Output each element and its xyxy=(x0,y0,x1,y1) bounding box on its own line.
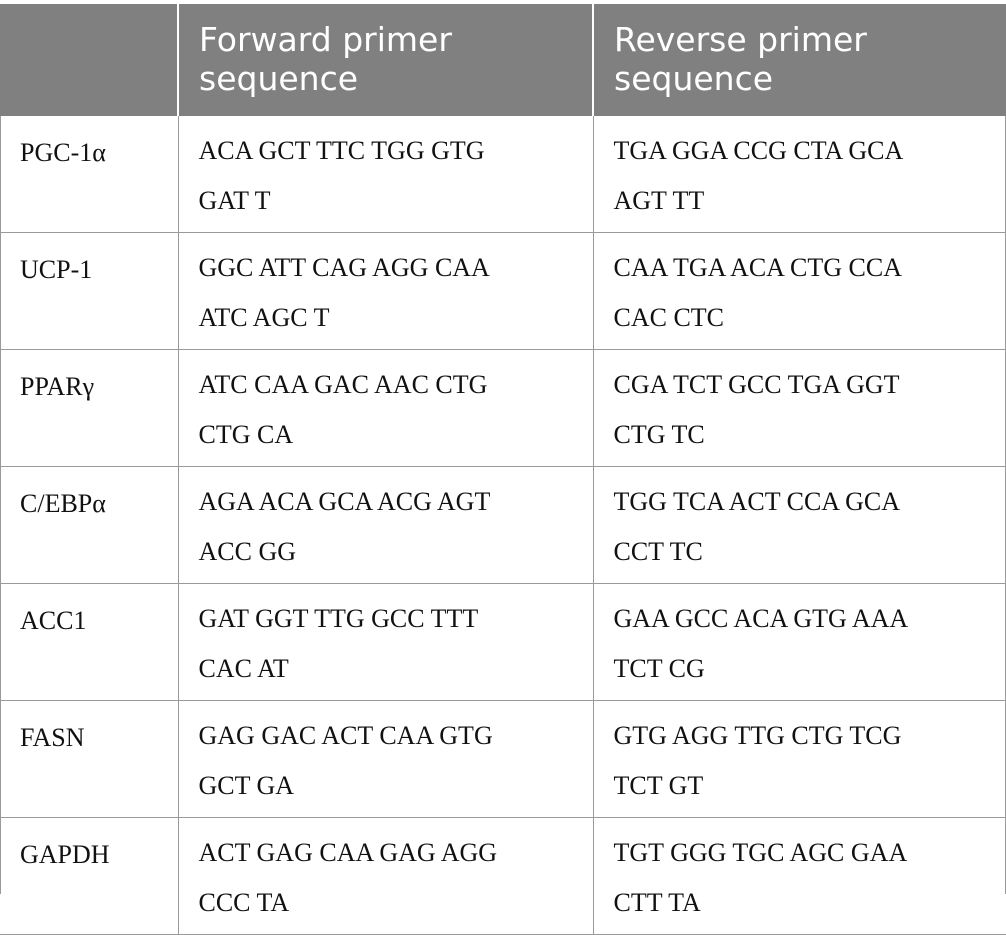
table-row: GAPDH ACT GAG CAA GAG AGG CCC TA TGT GGG… xyxy=(0,817,1006,935)
table-row: C/EBPα AGA ACA GCA ACG AGT ACC GG TGG TC… xyxy=(0,466,1006,584)
forward-sequence: ACA GCT TTC TGG GTG GAT T xyxy=(177,116,593,233)
primer-table: Forward primer sequence Reverse primer s… xyxy=(0,4,1006,935)
reverse-sequence: TGT GGG TGC AGC GAA CTT TA xyxy=(592,817,1006,935)
table-row: FASN GAG GAC ACT CAA GTG GCT GA GTG AGG … xyxy=(0,700,1006,818)
reverse-sequence: TGA GGA CCG CTA GCA AGT TT xyxy=(592,116,1006,233)
reverse-sequence: GTG AGG TTG CTG TCG TCT GT xyxy=(592,700,1006,818)
gene-name: UCP-1 xyxy=(0,232,178,350)
table-header: Forward primer sequence Reverse primer s… xyxy=(0,4,1006,116)
forward-sequence: AGA ACA GCA ACG AGT ACC GG xyxy=(177,466,593,584)
gene-name: ACC1 xyxy=(0,583,178,701)
gene-name: C/EBPα xyxy=(0,466,178,584)
reverse-sequence: TGG TCA ACT CCA GCA CCT TC xyxy=(592,466,1006,584)
header-reverse-primer: Reverse primer sequence xyxy=(592,4,1006,116)
gene-name: PPARγ xyxy=(0,349,178,467)
header-forward-primer: Forward primer sequence xyxy=(177,4,593,116)
table-body: PGC-1α ACA GCT TTC TGG GTG GAT T TGA GGA… xyxy=(0,116,1006,935)
forward-sequence: ATC CAA GAC AAC CTG CTG CA xyxy=(177,349,593,467)
forward-sequence: ACT GAG CAA GAG AGG CCC TA xyxy=(177,817,593,935)
gene-name: GAPDH xyxy=(0,817,178,935)
forward-sequence: GAT GGT TTG GCC TTT CAC AT xyxy=(177,583,593,701)
gene-name: PGC-1α xyxy=(0,116,178,233)
reverse-sequence: CGA TCT GCC TGA GGT CTG TC xyxy=(592,349,1006,467)
gene-name: FASN xyxy=(0,700,178,818)
reverse-sequence: CAA TGA ACA CTG CCA CAC CTC xyxy=(592,232,1006,350)
table-row: PPARγ ATC CAA GAC AAC CTG CTG CA CGA TCT… xyxy=(0,349,1006,467)
forward-sequence: GGC ATT CAG AGG CAA ATC AGC T xyxy=(177,232,593,350)
header-gene xyxy=(0,4,178,116)
table-row: PGC-1α ACA GCT TTC TGG GTG GAT T TGA GGA… xyxy=(0,116,1006,233)
header-row: Forward primer sequence Reverse primer s… xyxy=(0,4,1006,116)
forward-sequence: GAG GAC ACT CAA GTG GCT GA xyxy=(177,700,593,818)
reverse-sequence: GAA GCC ACA GTG AAA TCT CG xyxy=(592,583,1006,701)
table-row: UCP-1 GGC ATT CAG AGG CAA ATC AGC T CAA … xyxy=(0,232,1006,350)
table-row: ACC1 GAT GGT TTG GCC TTT CAC AT GAA GCC … xyxy=(0,583,1006,701)
